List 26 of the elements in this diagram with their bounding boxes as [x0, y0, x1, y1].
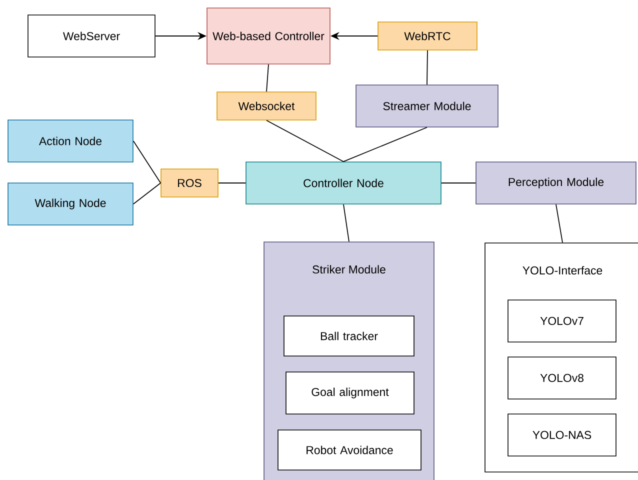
process-box: WebServer	[28, 14, 156, 58]
component-box: Ball tracker	[284, 316, 414, 356]
model-box: YOLOv8	[508, 356, 616, 400]
protocol-box: WebRTC	[378, 22, 478, 50]
connector	[440, 182, 476, 184]
protocol-box: Websocket	[216, 92, 316, 120]
controller-box: Web-based Controller	[206, 8, 330, 64]
connector	[218, 182, 246, 184]
connector	[426, 50, 428, 86]
node-box: Walking Node	[8, 182, 134, 226]
module-box: Streamer Module	[356, 84, 498, 128]
connector	[266, 120, 344, 162]
protocol-box: ROS	[160, 168, 218, 198]
connector	[132, 140, 162, 184]
component-box: Goal alignment	[286, 372, 414, 414]
node-box: Controller Node	[246, 162, 442, 204]
connector	[266, 64, 269, 92]
connector	[343, 204, 350, 242]
model-box: YOLO-NAS	[508, 414, 616, 456]
module-box: Perception Module	[476, 162, 636, 204]
connector	[343, 126, 428, 162]
node-box: Action Node	[8, 120, 134, 162]
connector	[132, 182, 162, 204]
connector	[556, 204, 563, 244]
component-box: Robot Avoidance	[278, 430, 422, 470]
model-box: YOLOv7	[508, 300, 616, 342]
